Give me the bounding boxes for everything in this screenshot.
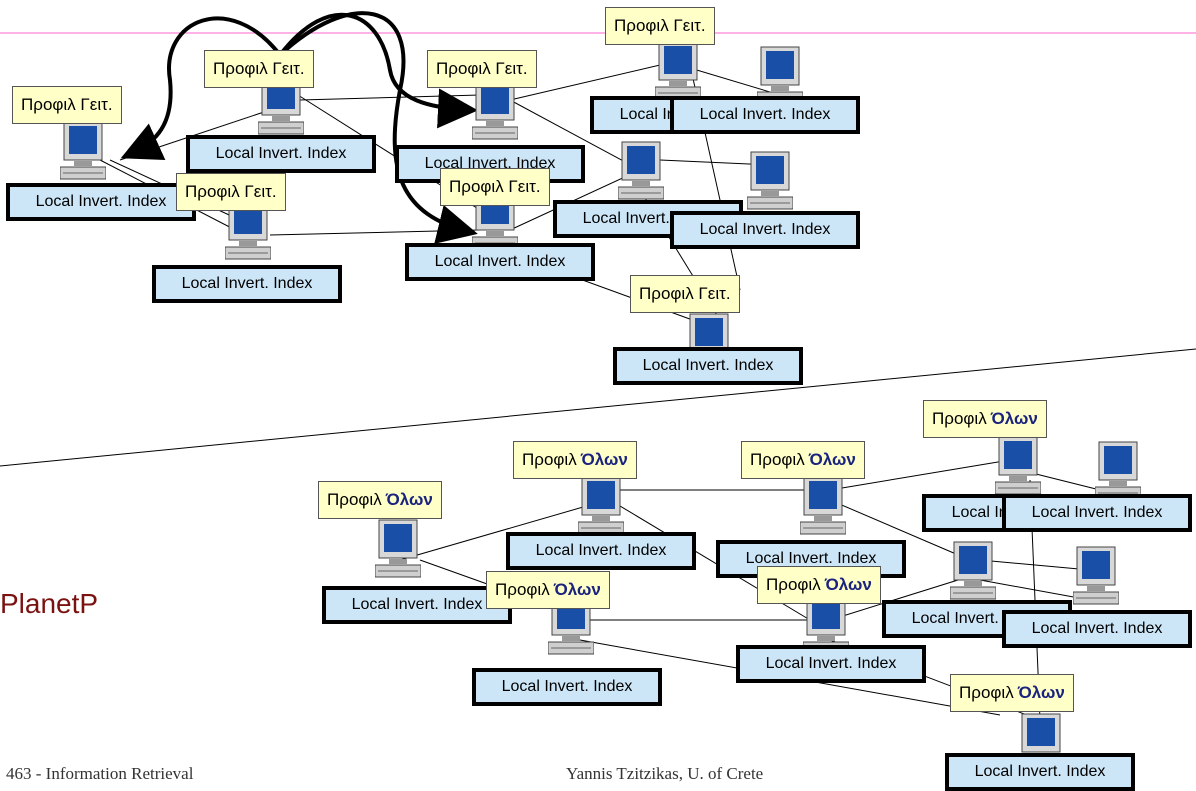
profile-prefix: Προφιλ xyxy=(766,575,821,594)
profile-bold: Όλων xyxy=(580,450,628,469)
profile-bold: Όλων xyxy=(553,580,601,599)
computer-icon xyxy=(1073,545,1119,605)
computer-icon xyxy=(472,80,518,140)
profile-bold: Όλων xyxy=(385,490,433,509)
local-index-box: Local Invert. Index xyxy=(472,668,662,706)
local-index-box: Local Invert. Index xyxy=(1002,494,1192,532)
profile-bold: Όλων xyxy=(824,575,872,594)
local-index-box: Local Invert. Index xyxy=(1002,610,1192,648)
profile-prefix: Προφιλ xyxy=(495,580,550,599)
neighbor-profile-label: Προφιλ Γειτ. xyxy=(427,50,537,88)
profile-prefix: Προφιλ xyxy=(932,409,987,428)
computer-icon xyxy=(578,475,624,535)
footer-course: 463 - Information Retrieval xyxy=(6,764,194,783)
local-index-box: Local Invert. Index xyxy=(506,532,696,570)
profile-prefix: Προφιλ xyxy=(750,450,805,469)
neighbor-profile-label: Προφιλ Γειτ. xyxy=(204,50,314,88)
computer-icon xyxy=(375,518,421,578)
local-index-box: Local Invert. Index xyxy=(405,243,595,281)
local-index-box: Local Invert. Index xyxy=(613,347,803,385)
computer-icon xyxy=(618,140,664,200)
computer-icon xyxy=(950,540,996,600)
computer-icon xyxy=(548,595,594,655)
local-index-box: Local Invert. Index xyxy=(186,135,376,173)
profile-prefix: Προφιλ xyxy=(327,490,382,509)
profile-prefix: Προφιλ xyxy=(959,683,1014,702)
planetp-label: PlanetP xyxy=(0,588,99,619)
computer-icon xyxy=(1095,440,1141,500)
profile-bold: Όλων xyxy=(990,409,1038,428)
computer-icon xyxy=(655,40,701,100)
local-index-box: Local Invert. Index xyxy=(322,586,512,624)
neighbor-profile-label: Προφιλ Γειτ. xyxy=(176,173,286,211)
local-index-box: Local Invert. Index xyxy=(670,96,860,134)
local-index-box: Local Invert. Index xyxy=(736,645,926,683)
local-index-box: Local Invert. Index xyxy=(945,753,1135,791)
computer-icon xyxy=(60,120,106,180)
computer-icon xyxy=(747,150,793,210)
computer-icon xyxy=(995,435,1041,495)
neighbor-profile-label: Προφιλ Γειτ. xyxy=(605,7,715,45)
profile-prefix: Προφιλ xyxy=(522,450,577,469)
computer-icon xyxy=(800,475,846,535)
profile-bold: Όλων xyxy=(1017,683,1065,702)
network-divider xyxy=(0,348,1196,467)
footer-author: Yannis Tzitzikas, U. of Crete xyxy=(566,764,764,783)
neighbor-profile-label: Προφιλ Γειτ. xyxy=(12,86,122,124)
neighbor-profile-label: Προφιλ Γειτ. xyxy=(440,168,550,206)
local-index-box: Local Invert. Index xyxy=(152,265,342,303)
neighbor-profile-label: Προφιλ Γειτ. xyxy=(630,275,740,313)
profile-bold: Όλων xyxy=(808,450,856,469)
local-index-box: Local Invert. Index xyxy=(670,211,860,249)
local-index-box: Local Invert. Index xyxy=(6,183,196,221)
